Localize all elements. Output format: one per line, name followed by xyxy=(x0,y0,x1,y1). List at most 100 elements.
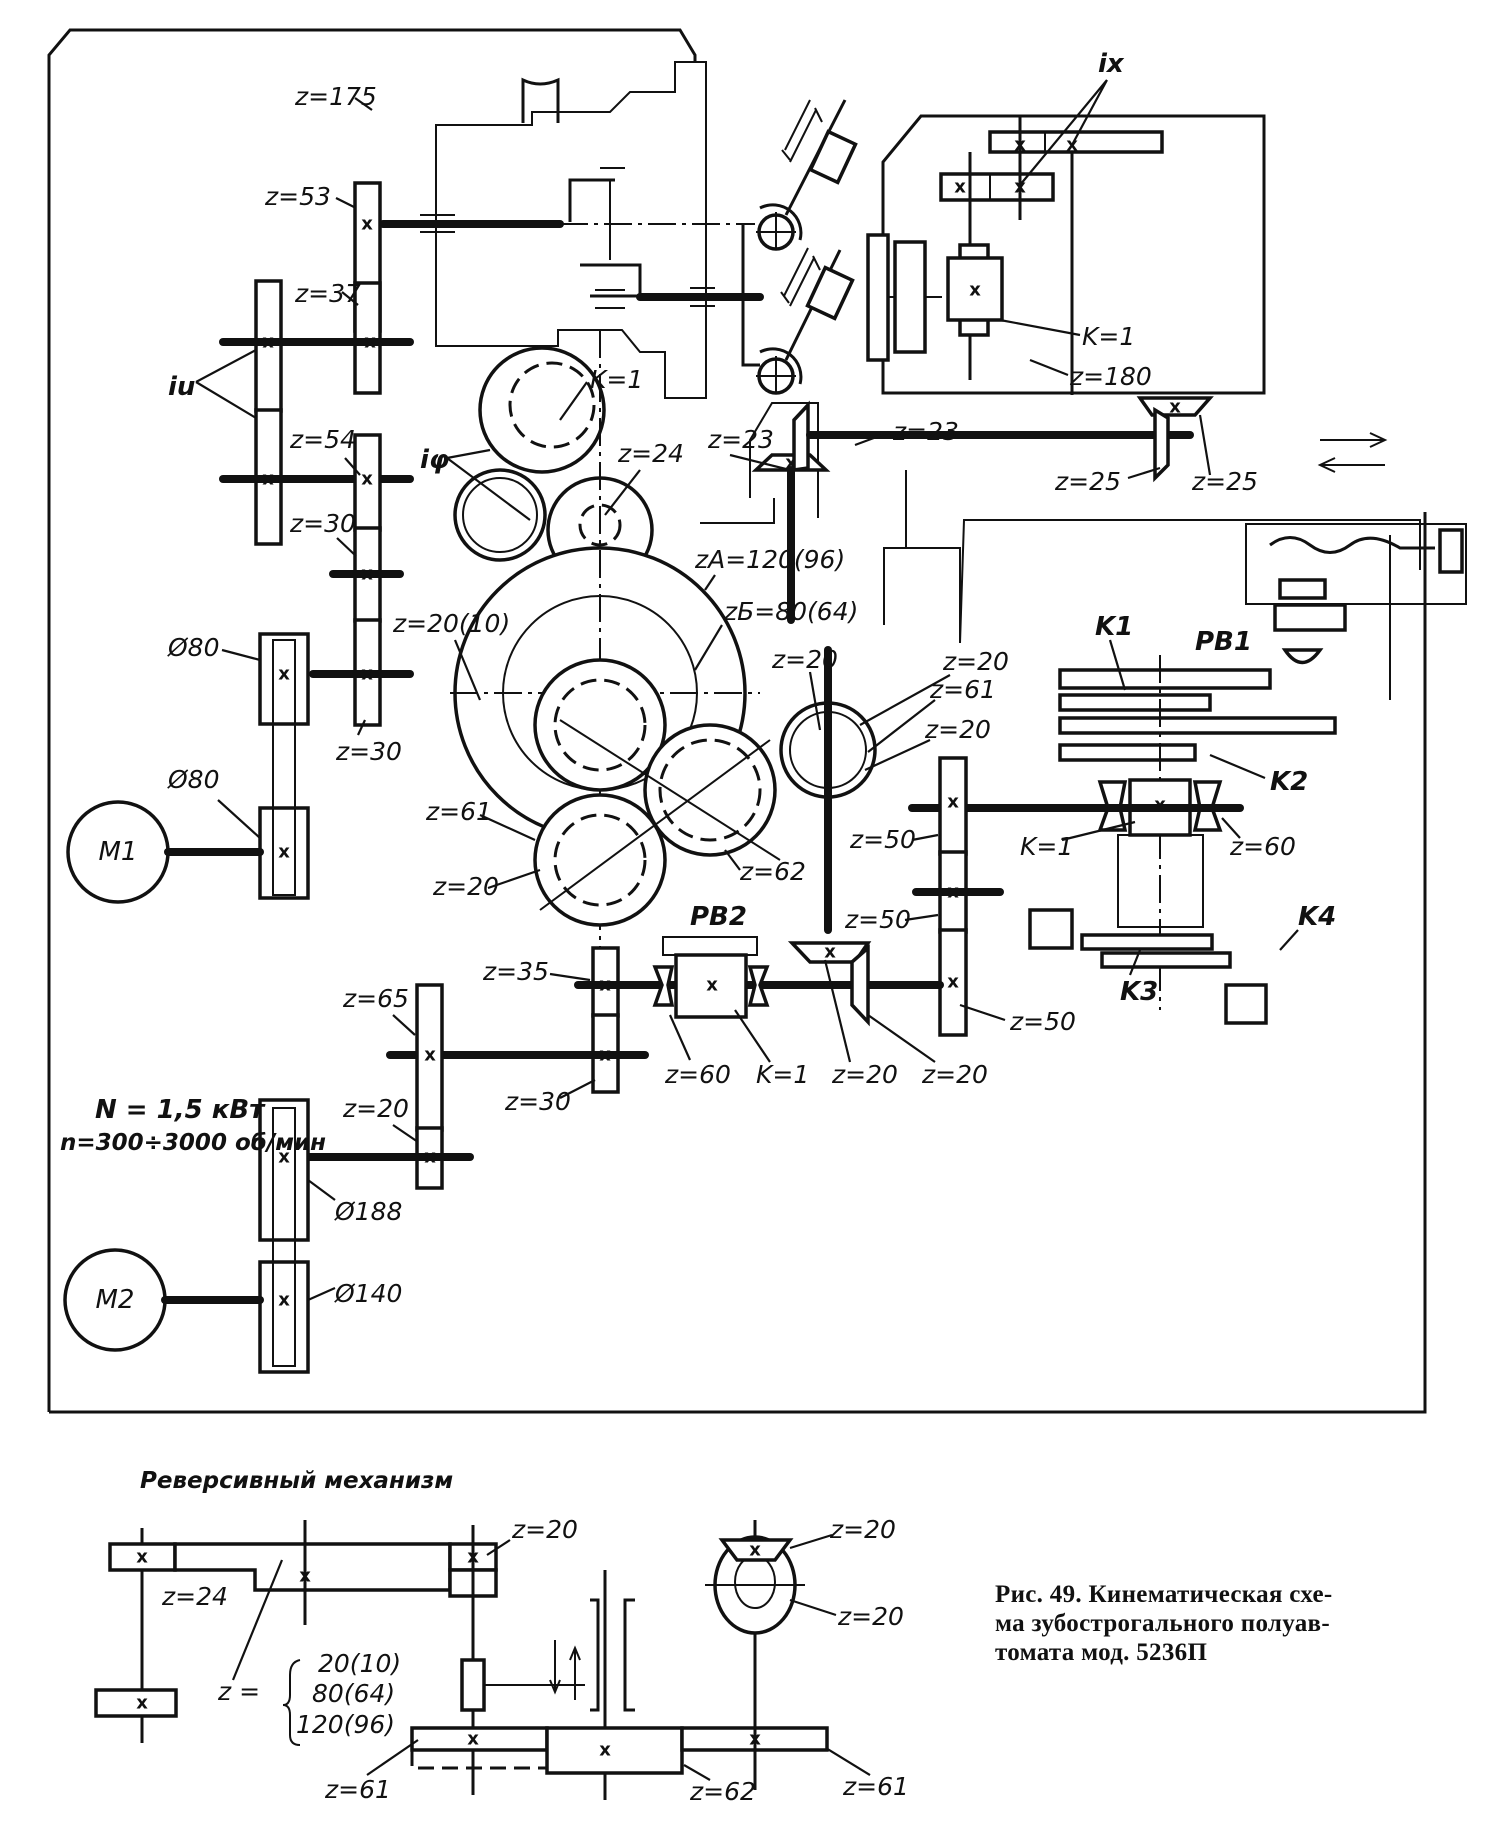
gear-mark: x xyxy=(467,1729,479,1750)
label-m2-power: N = 1,5 кВт xyxy=(95,1095,266,1125)
belt-m2 xyxy=(272,1107,296,1367)
gear-mark: x xyxy=(599,1740,611,1761)
label-z20-r2: z=20 xyxy=(942,647,1009,676)
reversing-mechanism: Реверсивный механизм x x x x x x x x z=2… xyxy=(94,1468,909,1806)
gear-mark: x xyxy=(136,1693,148,1714)
handwheel xyxy=(1438,528,1464,574)
gear-mark: x xyxy=(1169,397,1181,418)
rev-label-z-eq: z = xyxy=(217,1677,260,1706)
rev-label-z-opt1: 20(10) xyxy=(318,1649,401,1678)
label-k1-head: K=1 xyxy=(1082,322,1135,351)
rev-label-z-opt2: 80(64) xyxy=(312,1679,395,1708)
label-z61-left: z=61 xyxy=(425,797,492,826)
feed-arrow-right xyxy=(1320,432,1388,448)
label-z30-b: z=30 xyxy=(335,737,402,766)
label-k2: K2 xyxy=(1270,767,1308,797)
label-z23-a: z=23 xyxy=(707,425,774,454)
pulley-phi188 xyxy=(258,1098,310,1242)
worm-wheel-z180 xyxy=(893,240,927,354)
label-iphi: iφ xyxy=(420,445,449,475)
pulley-phi80-upper xyxy=(258,632,310,726)
leader-lines xyxy=(195,79,1299,1302)
gear-mark: x xyxy=(364,332,376,353)
gear-mark: x xyxy=(361,469,373,490)
label-z20-bevel-b: z=20 xyxy=(921,1060,988,1089)
gear-mark: x xyxy=(299,1566,311,1587)
label-pb1: PB1 xyxy=(1195,627,1252,657)
motor-m2-label: M2 xyxy=(96,1285,135,1315)
label-z23-b: z=23 xyxy=(892,417,959,446)
clutch-k2 xyxy=(1058,743,1197,762)
gear-mark: x xyxy=(361,564,373,585)
table-slide xyxy=(883,519,1421,644)
rev-label-z24: z=24 xyxy=(161,1582,228,1611)
gear-mark: x xyxy=(136,1547,148,1568)
label-phi80-a: Ø80 xyxy=(167,633,220,662)
table-spindle xyxy=(1117,834,1204,928)
work-head-housing xyxy=(881,114,1266,395)
caption-line: Рис. 49. Кинематическая схе- xyxy=(995,1581,1333,1608)
label-z20-r1: z=20 xyxy=(771,645,838,674)
gear-mark: x xyxy=(278,1147,290,1168)
rev-label-z61-right: z=61 xyxy=(842,1772,909,1801)
gear-mark: x xyxy=(361,214,373,235)
label-phi80-b: Ø80 xyxy=(167,765,220,794)
gear-z50-lower xyxy=(938,928,968,1037)
gear-mark: x xyxy=(262,469,274,490)
gear-mark: x xyxy=(278,1290,290,1311)
pb2-housing xyxy=(662,936,758,956)
rev-label-z20-bevel: z=20 xyxy=(829,1515,896,1544)
rev-label-z20-top: z=20 xyxy=(511,1515,578,1544)
gear-mark: x xyxy=(361,664,373,685)
gear-mark: x xyxy=(278,664,290,685)
label-z35: z=35 xyxy=(482,957,549,986)
gear-mark: x xyxy=(262,332,274,353)
worm-k1-pb2 xyxy=(674,953,748,1019)
label-z60-pb2: z=60 xyxy=(664,1060,731,1089)
label-z25-a: z=25 xyxy=(1054,467,1121,496)
label-z20-m2: z=20 xyxy=(342,1094,409,1123)
label-z50-a: z=50 xyxy=(849,825,916,854)
label-z54: z=54 xyxy=(289,425,356,454)
motor-m1-label: M1 xyxy=(99,837,138,867)
label-k1-table: K=1 xyxy=(1020,832,1073,861)
gear-mark: x xyxy=(947,972,959,993)
label-zA: zA=120(96) xyxy=(694,545,845,574)
label-z20-10: z=20(10) xyxy=(392,609,510,638)
label-z62: z=62 xyxy=(739,857,806,886)
label-z180: z=180 xyxy=(1069,362,1152,391)
label-k1-worm: K=1 xyxy=(590,365,643,394)
label-z175: z=175 xyxy=(294,82,377,111)
clutch-k4-solenoid xyxy=(1224,983,1268,1025)
machine-frame xyxy=(47,28,697,1412)
label-z50-b: z=50 xyxy=(844,905,911,934)
column-housing xyxy=(435,61,707,399)
label-z65: z=65 xyxy=(342,984,409,1013)
label-phi188: Ø188 xyxy=(334,1197,402,1226)
main-labels: z=175 z=53 z=37 iu z=54 z=30 Ø80 z=30 Ø8… xyxy=(60,49,1336,1308)
label-k1-pb2: K=1 xyxy=(756,1060,809,1089)
reversing-title: Реверсивный механизм xyxy=(140,1468,453,1494)
caption-line: томата мод. 5236П xyxy=(995,1639,1208,1666)
label-z61-r: z=61 xyxy=(929,675,996,704)
frame-right-edge xyxy=(49,512,1427,1414)
belt-m1 xyxy=(272,639,296,896)
label-m2-speed: n=300÷3000 об/мин xyxy=(60,1130,326,1156)
rev-label-z20-wheel: z=20 xyxy=(837,1602,904,1631)
bevel-gear-z23-v xyxy=(792,400,810,473)
label-z37: z=37 xyxy=(294,279,361,308)
gear-mark: x xyxy=(706,975,718,996)
bevel-gear-z25-v xyxy=(1153,406,1170,483)
label-k3: K3 xyxy=(1120,977,1158,1007)
label-z24: z=24 xyxy=(617,439,684,468)
label-zB: zБ=80(64) xyxy=(723,597,858,626)
gear-mark: x xyxy=(947,792,959,813)
label-z30-a: z=30 xyxy=(289,509,356,538)
label-ix: ix xyxy=(1098,49,1125,79)
label-z20-bevel-a: z=20 xyxy=(831,1060,898,1089)
label-k1-sub: K1 xyxy=(1095,612,1133,642)
gear-mark: x xyxy=(824,942,836,963)
label-iu: iu xyxy=(168,372,195,402)
clutch-k1 xyxy=(1058,668,1272,690)
stroke-arrows-lower xyxy=(780,247,821,307)
